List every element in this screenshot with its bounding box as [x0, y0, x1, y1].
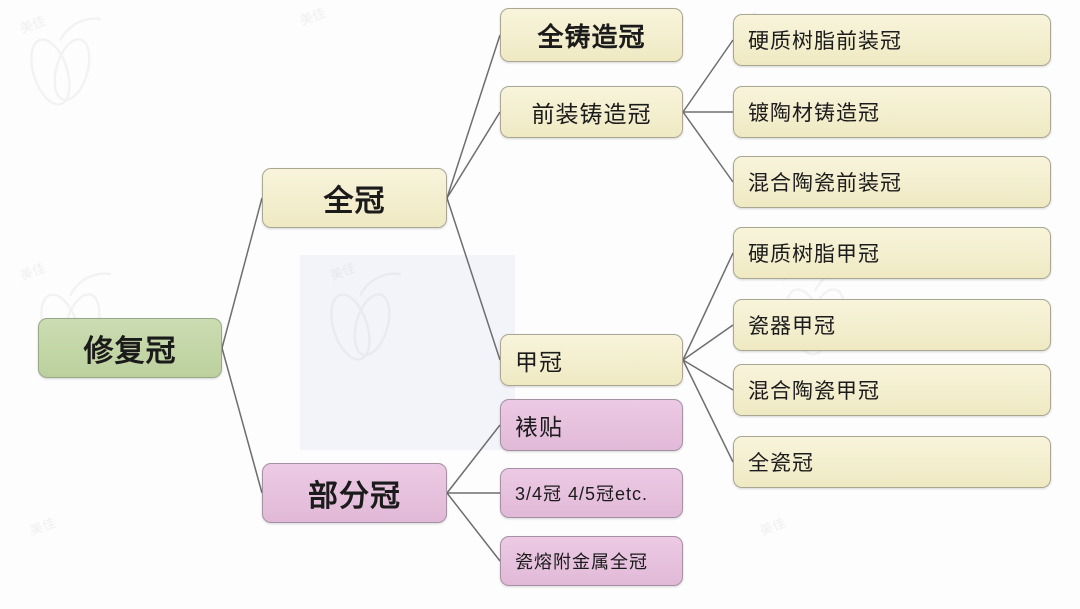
- node-veneer[interactable]: 裱贴: [500, 399, 683, 451]
- edge-partial-to-veneer: [446, 424, 501, 494]
- node-three-quarter-crown[interactable]: 3/4冠 4/5冠etc.: [500, 468, 683, 518]
- node-three-quarter-crown-label: 3/4冠 4/5冠etc.: [515, 484, 649, 504]
- node-porcelain-jacket-crown-label: 瓷器甲冠: [748, 315, 836, 338]
- node-veneered-cast-crown-label: 前装铸造冠: [531, 101, 652, 127]
- node-jacket-crown[interactable]: 甲冠: [500, 334, 683, 386]
- node-root[interactable]: 修复冠: [38, 318, 222, 378]
- node-root-label: 修复冠: [83, 335, 177, 368]
- watermark-text: 美佳: [17, 13, 48, 37]
- node-porcelain-jacket-crown[interactable]: 瓷器甲冠: [733, 299, 1051, 351]
- node-ceramic-coated-cast-crown[interactable]: 镀陶材铸造冠: [733, 86, 1051, 138]
- edge-jacket-to-hybrid-ceramic-jacket: [682, 359, 734, 391]
- node-hybrid-ceramic-veneer-crown[interactable]: 混合陶瓷前装冠: [733, 156, 1051, 208]
- watermark-text: 美佳: [327, 260, 358, 284]
- node-all-ceramic-crown-label: 全瓷冠: [748, 452, 814, 475]
- edge-veneered-to-resin-veneer: [682, 39, 734, 113]
- edge-root-to-full-crown: [221, 197, 263, 349]
- node-partial-crown[interactable]: 部分冠: [262, 463, 447, 523]
- edge-jacket-to-all-ceramic: [682, 359, 734, 463]
- node-veneered-cast-crown[interactable]: 前装铸造冠: [500, 86, 683, 138]
- node-hard-resin-jacket-crown[interactable]: 硬质树脂甲冠: [733, 227, 1051, 279]
- node-ceramic-coated-cast-crown-label: 镀陶材铸造冠: [748, 102, 880, 125]
- node-hybrid-ceramic-jacket-crown[interactable]: 混合陶瓷甲冠: [733, 364, 1051, 416]
- node-jacket-crown-label: 甲冠: [515, 349, 563, 375]
- paper-tint: [300, 255, 515, 450]
- edge-full-to-cast: [446, 34, 501, 199]
- node-veneer-label: 裱贴: [515, 414, 563, 440]
- edge-root-to-partial-crown: [221, 347, 263, 494]
- edge-jacket-to-resin-jacket: [682, 252, 734, 361]
- watermark-text: 美佳: [757, 515, 788, 539]
- node-all-ceramic-crown[interactable]: 全瓷冠: [733, 436, 1051, 488]
- node-hybrid-ceramic-veneer-crown-label: 混合陶瓷前装冠: [748, 172, 902, 195]
- watermark-text: 美佳: [27, 515, 58, 539]
- flower-watermark-icon: [30, 17, 102, 106]
- flower-watermark-icon: [330, 272, 402, 361]
- watermark-text: 美佳: [17, 260, 48, 284]
- node-full-crown[interactable]: 全冠: [262, 168, 447, 228]
- edge-jacket-to-porcelain-jacket: [682, 324, 734, 361]
- node-full-cast-crown-label: 全铸造冠: [537, 21, 646, 52]
- edge-full-to-veneered-cast: [446, 111, 501, 199]
- node-hard-resin-veneer-crown-label: 硬质树脂前装冠: [748, 30, 902, 53]
- node-porcelain-fused-metal-crown[interactable]: 瓷熔附金属全冠: [500, 536, 683, 586]
- watermark-text: 美佳: [297, 5, 328, 29]
- node-porcelain-fused-metal-crown-label: 瓷熔附金属全冠: [515, 552, 648, 572]
- edge-full-to-jacket: [446, 197, 501, 361]
- node-partial-crown-label: 部分冠: [308, 480, 401, 513]
- node-full-cast-crown[interactable]: 全铸造冠: [500, 8, 683, 62]
- edge-partial-to-pfm: [446, 492, 501, 562]
- node-hard-resin-jacket-crown-label: 硬质树脂甲冠: [748, 243, 880, 266]
- node-full-crown-label: 全冠: [323, 185, 386, 218]
- node-hybrid-ceramic-jacket-crown-label: 混合陶瓷甲冠: [748, 380, 880, 403]
- node-hard-resin-veneer-crown[interactable]: 硬质树脂前装冠: [733, 14, 1051, 66]
- edge-veneered-to-hybrid-ceramic-veneer: [682, 111, 734, 183]
